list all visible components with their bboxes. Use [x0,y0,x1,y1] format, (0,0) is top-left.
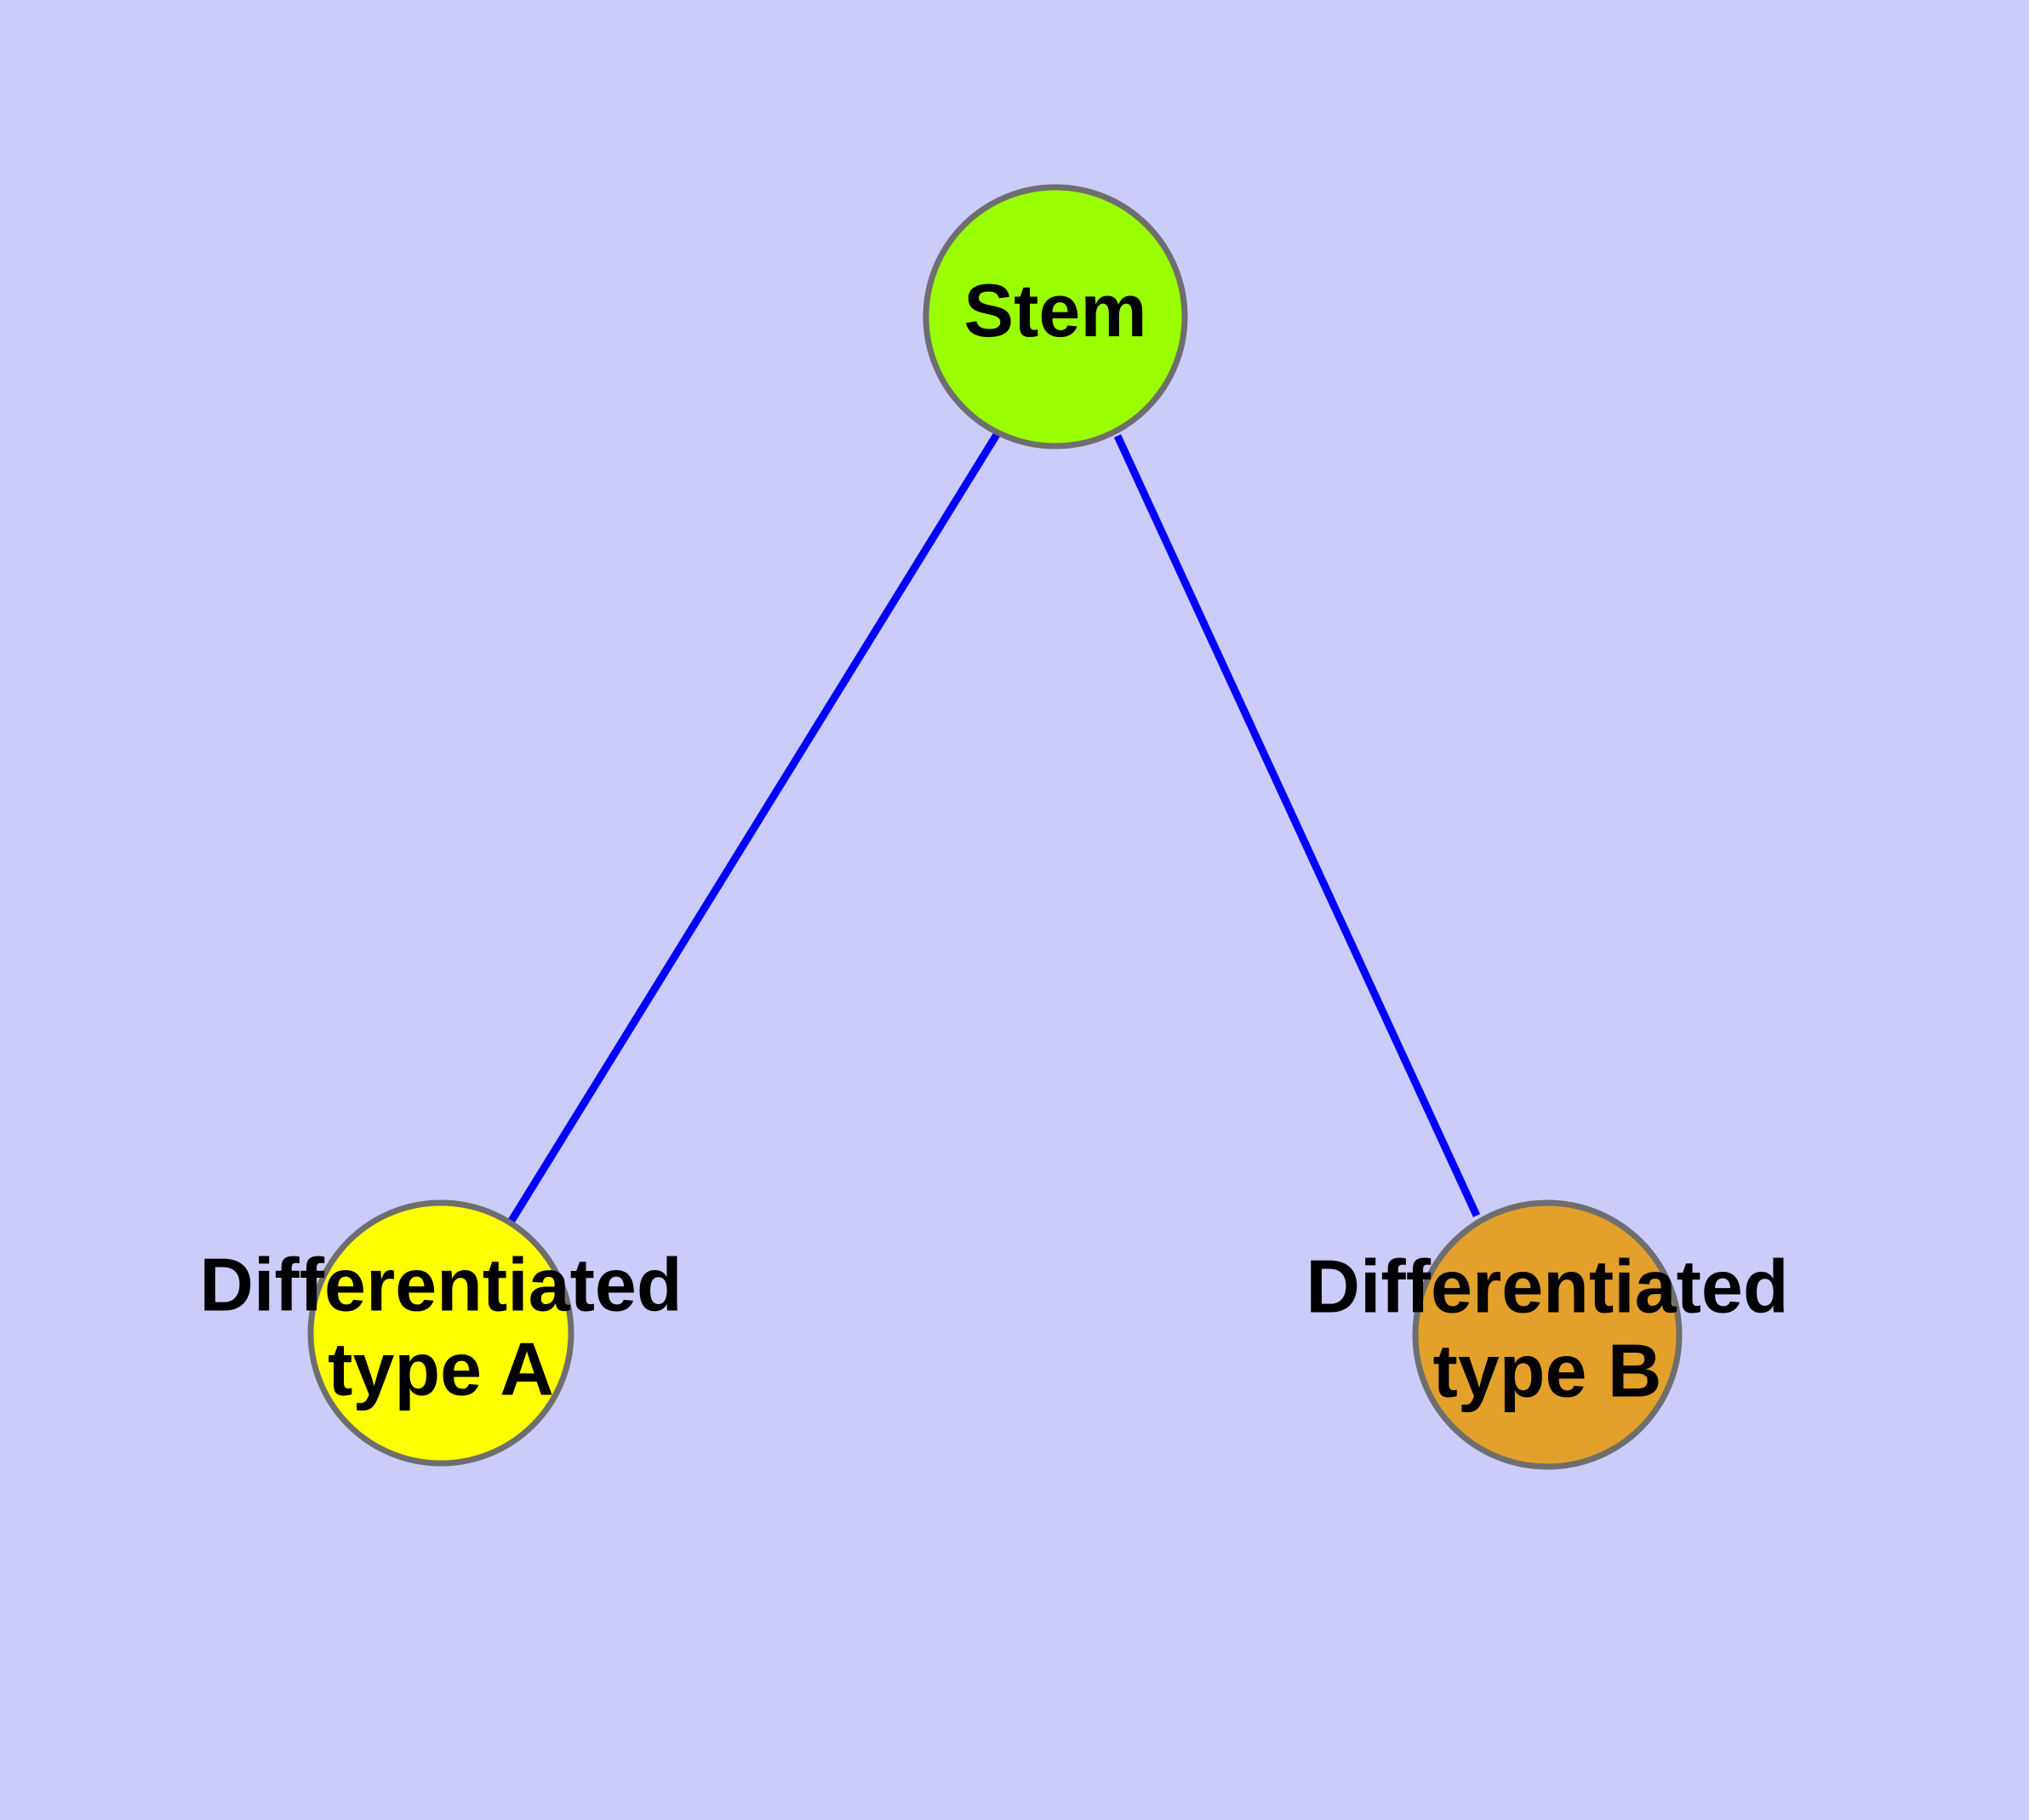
node-label-line: type A [328,1327,554,1411]
node-label-line: Differentiated [199,1243,682,1327]
node-diff_a[interactable] [307,1199,574,1467]
nodes-layer [307,184,1683,1470]
node-label-line: type B [1433,1329,1662,1413]
edges-layer [508,431,1481,1223]
node-stem[interactable] [923,184,1188,449]
edge-stem-to-a[interactable] [508,431,1001,1223]
node-label-line: Stem [963,268,1146,352]
edge-stem-to-b[interactable] [1113,434,1481,1217]
node-label-line: Differentiated [1306,1245,1788,1329]
node-label-stem: Stem [963,268,1146,352]
node-diff_b[interactable] [1412,1199,1683,1470]
